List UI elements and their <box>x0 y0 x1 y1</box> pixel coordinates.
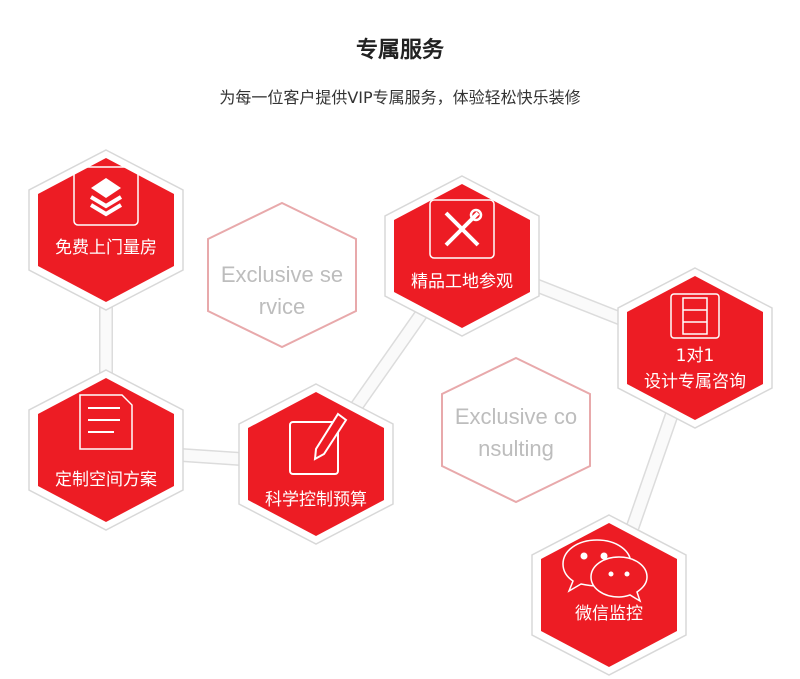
hollow-text-service-2: rvice <box>258 294 306 319</box>
service-hexagon <box>38 378 174 522</box>
cabinet-icon <box>670 293 720 339</box>
hollow-text-consult-1: Exclusive co <box>454 404 578 429</box>
service-label-one-on-one: 1对1 <box>675 346 715 366</box>
service-hexagon <box>248 392 384 536</box>
page-title: 专属服务 <box>355 38 444 63</box>
hollow-text-service-1: Exclusive se <box>220 262 344 287</box>
page-subtitle: 为每一位客户提供VIP专属服务，体验轻松快乐装修 <box>219 88 581 107</box>
service-label-custom-plan: 定制空间方案 <box>55 470 157 490</box>
document-icon <box>79 394 133 450</box>
hollow-hexagon <box>441 356 591 504</box>
edit-icon <box>289 412 348 475</box>
service-label-budget: 科学控制预算 <box>265 490 367 510</box>
service-hexagon <box>394 184 530 328</box>
hollow-text-consult-2: nsulting <box>478 436 554 461</box>
tools-icon <box>429 199 495 259</box>
service-label-measure: 免费上门量房 <box>55 238 157 258</box>
service-label-wechat: 微信监控 <box>575 604 643 624</box>
wechat-icon <box>562 539 648 603</box>
service-hexagon <box>38 158 174 302</box>
service-label-site-visit: 精品工地参观 <box>411 272 513 292</box>
hollow-hexagon <box>207 201 357 349</box>
service-hexagon <box>627 276 763 420</box>
layers-icon <box>73 166 139 226</box>
service-label-design-consult: 设计专属咨询 <box>644 372 746 392</box>
